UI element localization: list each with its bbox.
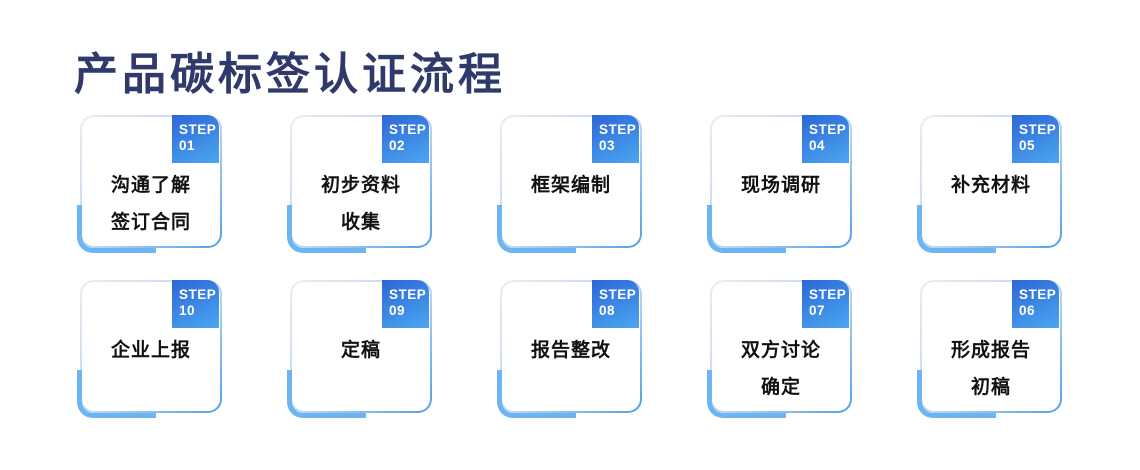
card-line: 补充材料 <box>950 175 1031 196</box>
card-line: 确定 <box>760 377 801 398</box>
badge-step-number: 10 <box>179 303 196 318</box>
card-text: 沟通了解 签订合同 <box>82 117 220 241</box>
card-body: 形成报告 初稿 <box>922 282 1060 411</box>
card-line <box>712 204 850 241</box>
card-text: 框架编制 <box>502 117 640 241</box>
card-line <box>502 204 640 241</box>
step-card-07: 双方讨论 确定 STEP 07 <box>707 280 852 418</box>
step-card-09: 定稿 STEP 09 <box>287 280 432 418</box>
card-line: 沟通了解 <box>110 175 191 196</box>
card-line: 形成报告 <box>950 340 1031 361</box>
page-title: 产品碳标签认证流程 <box>74 50 506 99</box>
step-card-05: 补充材料 STEP 05 <box>917 115 1062 253</box>
step-badge: STEP 02 <box>382 115 429 163</box>
card-line <box>502 369 640 406</box>
card-line: 初稿 <box>970 377 1011 398</box>
badge-step-label: STEP <box>389 122 427 137</box>
step-badge: STEP 03 <box>592 115 639 163</box>
card-line: 收集 <box>340 212 381 233</box>
step-badge: STEP 10 <box>172 280 219 328</box>
card-line: 签订合同 <box>110 212 191 233</box>
card-line <box>922 204 1060 241</box>
card-line: 现场调研 <box>740 175 821 196</box>
step-card-08: 报告整改 STEP 08 <box>497 280 642 418</box>
badge-step-number: 05 <box>1019 138 1036 153</box>
card-text: 定稿 <box>292 282 430 406</box>
card-line <box>292 369 430 406</box>
step-card-03: 框架编制 STEP 03 <box>497 115 642 253</box>
badge-step-label: STEP <box>179 287 217 302</box>
step-badge: STEP 09 <box>382 280 429 328</box>
step-card-06: 形成报告 初稿 STEP 06 <box>917 280 1062 418</box>
step-badge: STEP 05 <box>1012 115 1059 163</box>
badge-step-label: STEP <box>1019 122 1057 137</box>
badge-step-number: 01 <box>179 138 196 153</box>
steps-grid: 沟通了解 签订合同 STEP 01 初步资料 收集 STEP 02 <box>77 115 1062 418</box>
card-text: 形成报告 初稿 <box>922 282 1060 406</box>
card-text: 双方讨论 确定 <box>712 282 850 406</box>
card-line: 双方讨论 <box>740 340 821 361</box>
card-text: 企业上报 <box>82 282 220 406</box>
badge-step-label: STEP <box>389 287 427 302</box>
card-text: 初步资料 收集 <box>292 117 430 241</box>
card-line: 初步资料 <box>320 175 401 196</box>
badge-step-label: STEP <box>809 287 847 302</box>
step-card-04: 现场调研 STEP 04 <box>707 115 852 253</box>
step-card-02: 初步资料 收集 STEP 02 <box>287 115 432 253</box>
card-text: 报告整改 <box>502 282 640 406</box>
step-badge: STEP 08 <box>592 280 639 328</box>
card-line <box>82 369 220 406</box>
card-line: 框架编制 <box>530 175 611 196</box>
step-badge: STEP 07 <box>802 280 849 328</box>
card-line: 定稿 <box>340 340 381 361</box>
step-card-01: 沟通了解 签订合同 STEP 01 <box>77 115 222 253</box>
badge-step-number: 04 <box>809 138 826 153</box>
card-line: 报告整改 <box>530 340 611 361</box>
badge-step-number: 02 <box>389 138 406 153</box>
badge-step-number: 03 <box>599 138 616 153</box>
card-text: 现场调研 <box>712 117 850 241</box>
step-card-10: 企业上报 STEP 10 <box>77 280 222 418</box>
badge-step-number: 08 <box>599 303 616 318</box>
badge-step-number: 07 <box>809 303 826 318</box>
badge-step-number: 06 <box>1019 303 1036 318</box>
card-text: 补充材料 <box>922 117 1060 241</box>
step-badge: STEP 01 <box>172 115 219 163</box>
badge-step-label: STEP <box>179 122 217 137</box>
badge-step-number: 09 <box>389 303 406 318</box>
card-line: 企业上报 <box>110 340 191 361</box>
step-badge: STEP 06 <box>1012 280 1059 328</box>
step-badge: STEP 04 <box>802 115 849 163</box>
badge-step-label: STEP <box>599 122 637 137</box>
badge-step-label: STEP <box>1019 287 1057 302</box>
badge-step-label: STEP <box>809 122 847 137</box>
badge-step-label: STEP <box>599 287 637 302</box>
